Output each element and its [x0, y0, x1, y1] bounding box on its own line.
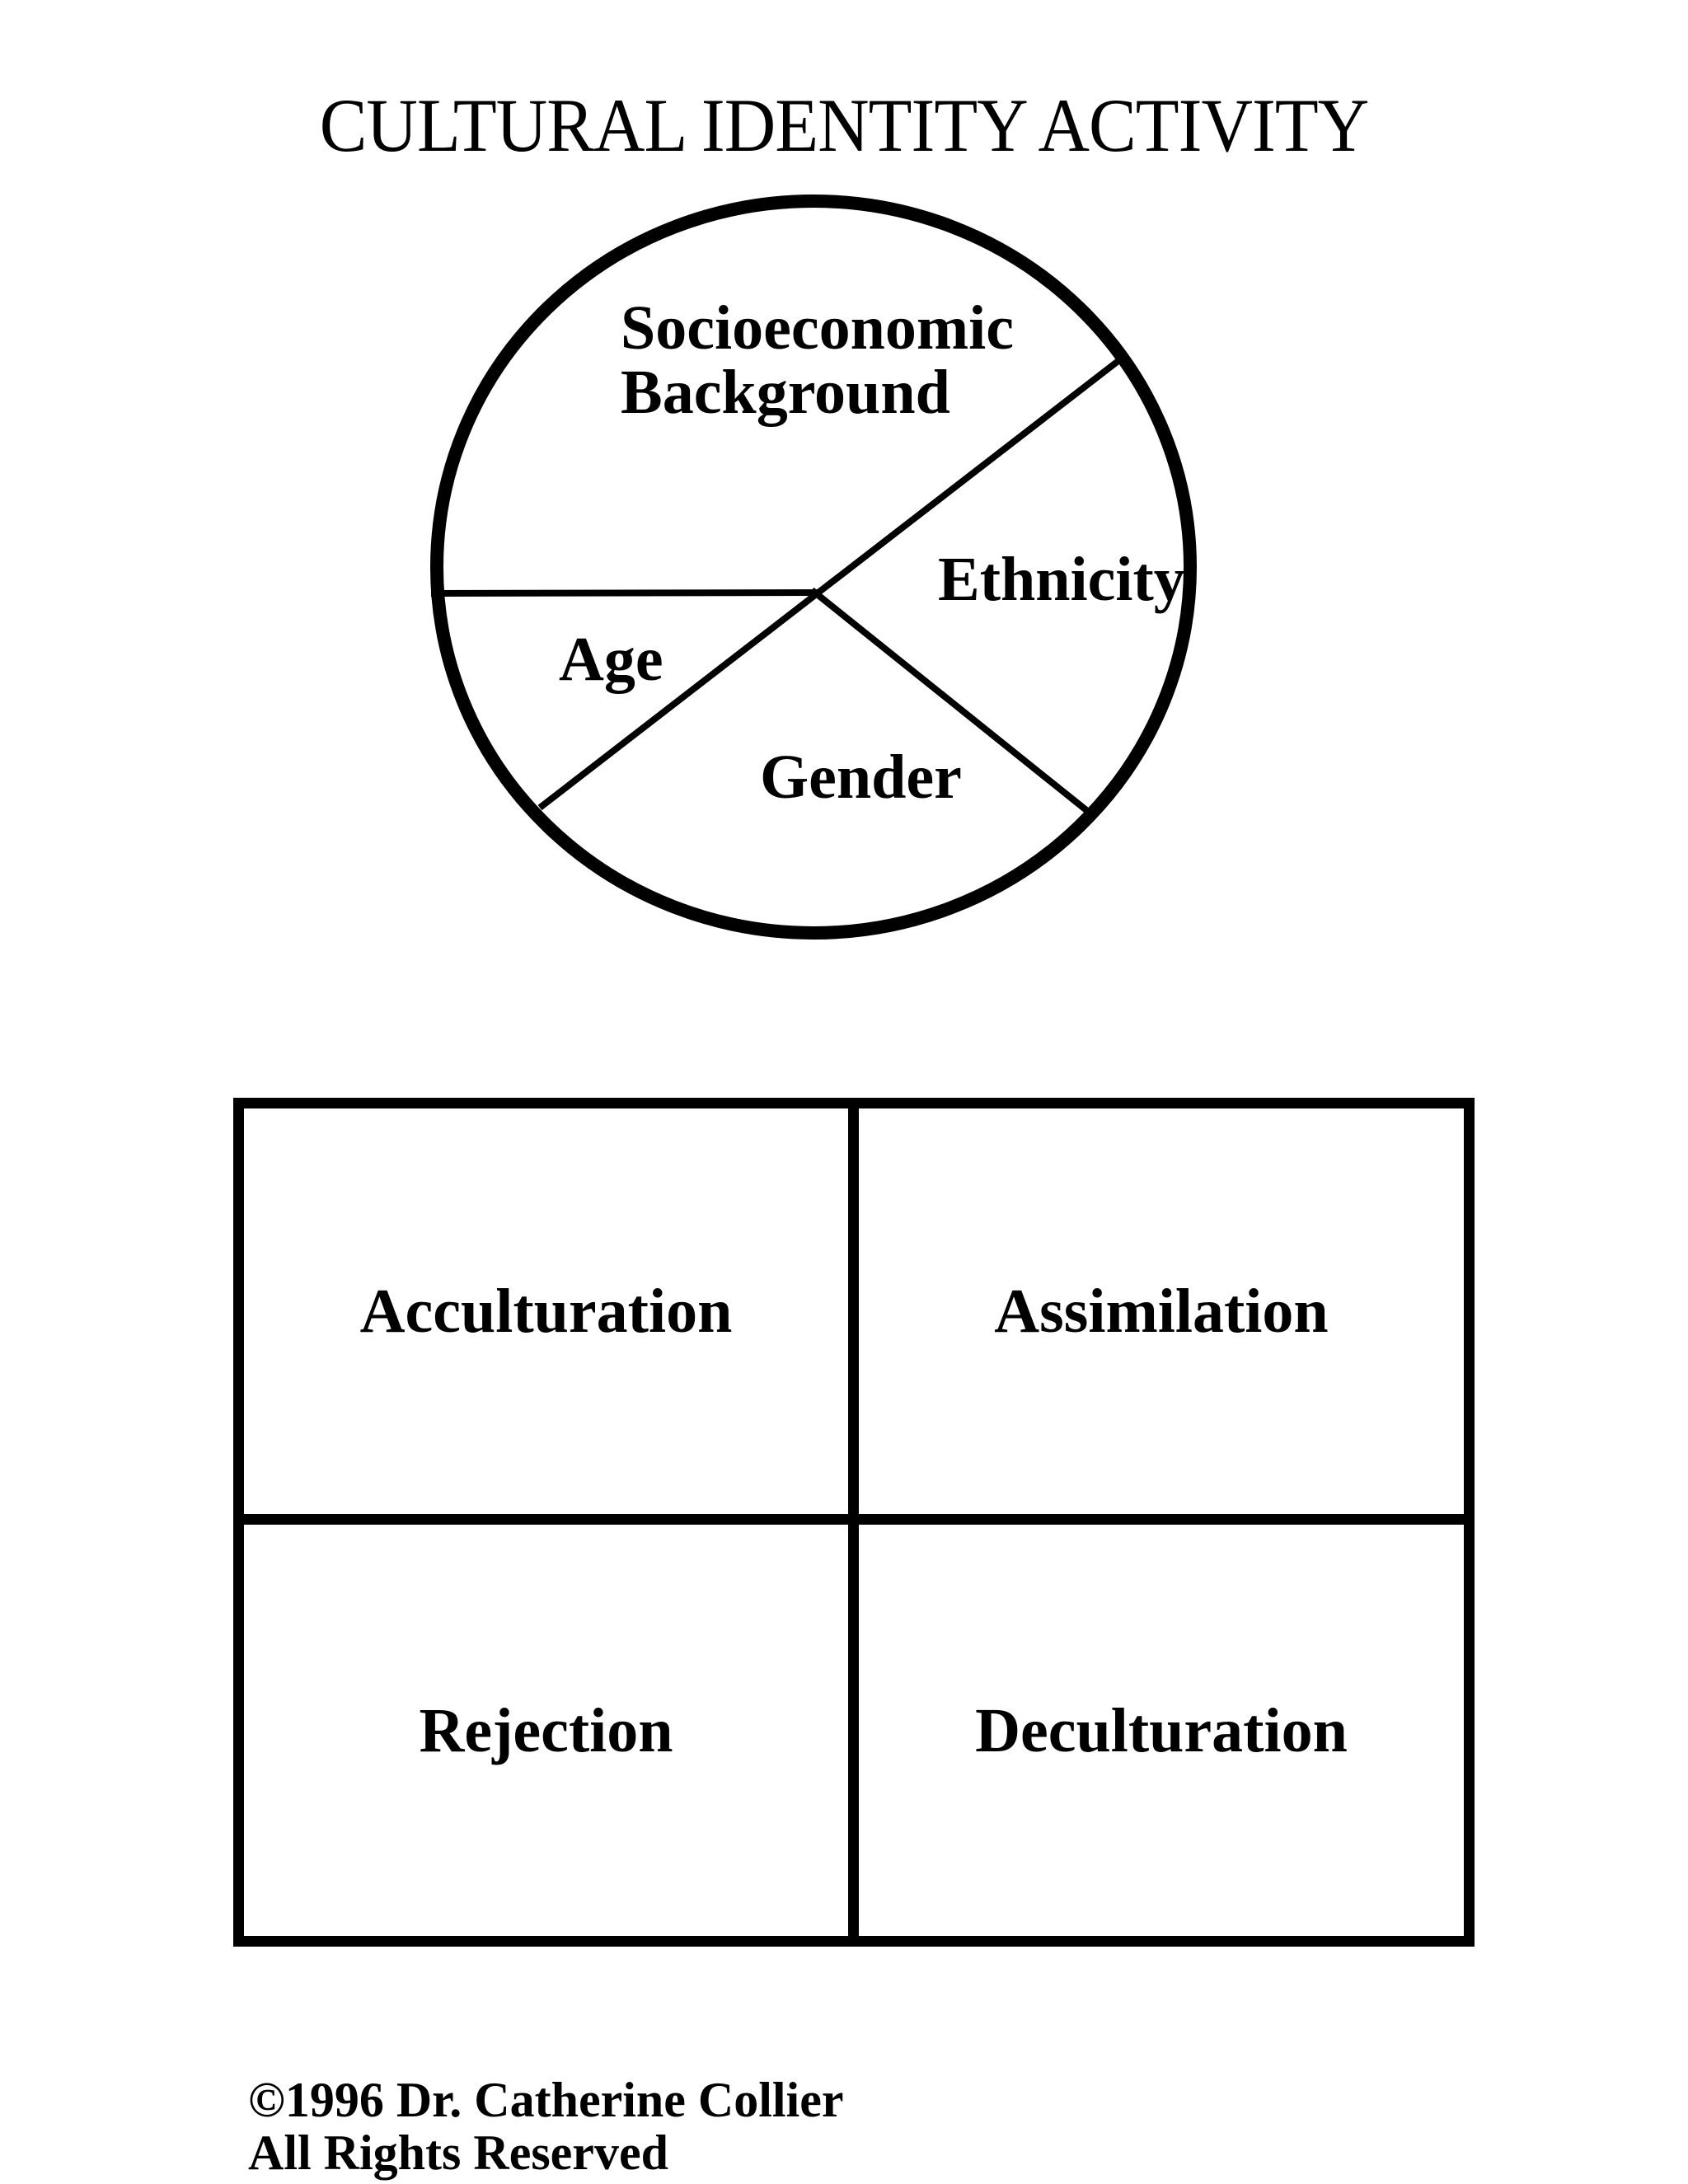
rights-reserved-line: All Rights Reserved	[248, 2125, 668, 2180]
quadrant-label-rejection: Rejection	[419, 1695, 673, 1765]
sector-divider-line-diagonal	[537, 351, 1129, 811]
page-title: CULTURAL IDENTITY ACTIVITY	[319, 83, 1370, 167]
sector-label-gender: Gender	[760, 743, 962, 812]
quadrant-cell-acculturation: Acculturation	[244, 1108, 859, 1525]
quadrant-grid: Acculturation Assimilation Rejection Dec…	[233, 1098, 1475, 1947]
sector-label-age: Age	[559, 625, 663, 694]
copyright-line: ©1996 Dr. Catherine Collier	[248, 2073, 844, 2127]
sector-label-ethnicity: Ethnicity	[938, 545, 1185, 614]
copyright-notice: ©1996 Dr. Catherine Collier All Rights R…	[248, 2074, 844, 2179]
quadrant-cell-deculturation: Deculturation	[859, 1525, 1464, 1936]
quadrant-cell-assimilation: Assimilation	[859, 1108, 1464, 1525]
quadrant-label-assimilation: Assimilation	[994, 1277, 1329, 1346]
quadrant-cell-rejection: Rejection	[244, 1525, 859, 1936]
pie-circle-outline	[430, 194, 1197, 940]
quadrant-label-acculturation: Acculturation	[359, 1277, 733, 1346]
quadrant-label-deculturation: Deculturation	[975, 1695, 1348, 1765]
sector-divider-line-lower-right	[809, 587, 1089, 813]
sector-label-socioeconomic-background: Socioeconomic Background	[621, 293, 1015, 427]
